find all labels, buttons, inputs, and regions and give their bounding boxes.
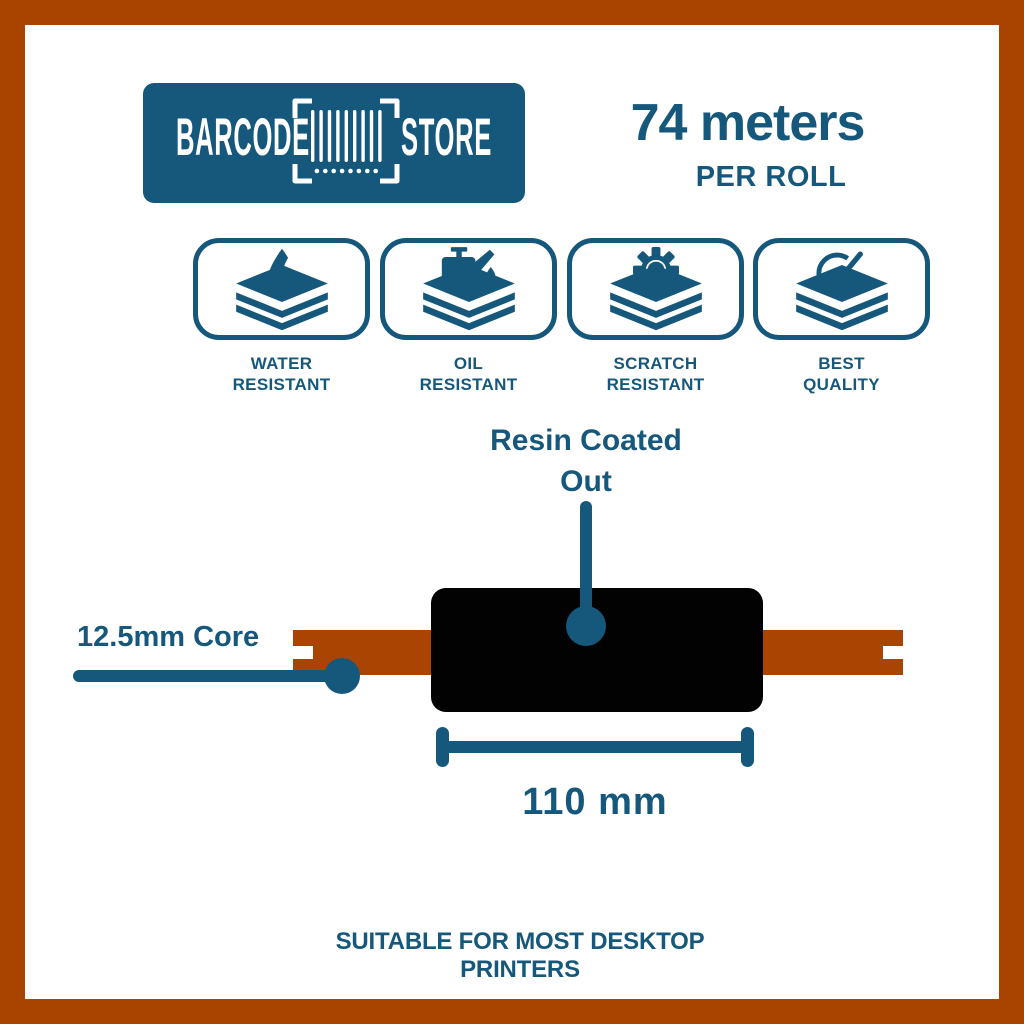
- core-pointer-line: [73, 670, 345, 682]
- coating-label-line2: Out: [560, 465, 612, 498]
- logo-word-left: BARCODE: [176, 107, 310, 167]
- dimension-line: [443, 741, 748, 753]
- layers-icon: [422, 265, 515, 331]
- logo-graphic: BARCODE STORE: [176, 98, 492, 184]
- compatibility-note: SUITABLE FOR MOST DESKTOP PRINTERS: [335, 928, 705, 983]
- coating-pointer-dot: [566, 606, 606, 646]
- layers-icon: [235, 265, 328, 331]
- width-dimension-label: 110 mm: [522, 781, 668, 823]
- core-notch-right: [883, 646, 903, 659]
- badge-label-best-quality: BEST QUALITY: [803, 354, 880, 394]
- badge-scratch-resistant: [567, 238, 744, 340]
- badge-water-resistant: [193, 238, 370, 340]
- logo-word-right: STORE: [401, 107, 492, 167]
- dimension-cap-left: [436, 727, 449, 767]
- badge-label-oil-resistant: OIL RESISTANT: [419, 354, 518, 394]
- core-notch-left: [293, 646, 313, 659]
- layers-icon: [795, 265, 888, 331]
- dimension-cap-right: [741, 727, 754, 767]
- coating-pointer-line: [580, 501, 592, 627]
- barcode-store-logo: BARCODE STORE: [143, 83, 525, 203]
- badge-best-quality: [753, 238, 930, 340]
- ribbon-roll: [431, 588, 763, 712]
- badge-label-water-resistant: WATER RESISTANT: [232, 354, 331, 394]
- core-pointer-dot: [324, 658, 360, 694]
- coating-label-line1: Resin Coated: [490, 424, 682, 457]
- roll-length-unit: PER ROLL: [695, 161, 847, 193]
- core-size-label: 12.5mm Core: [77, 621, 260, 653]
- barcode-scan-icon: [292, 98, 400, 184]
- roll-length-value: 74 meters: [630, 94, 866, 152]
- layers-icon: [609, 265, 702, 331]
- badge-oil-resistant: [380, 238, 557, 340]
- badge-label-scratch-resistant: SCRATCH RESISTANT: [606, 354, 705, 394]
